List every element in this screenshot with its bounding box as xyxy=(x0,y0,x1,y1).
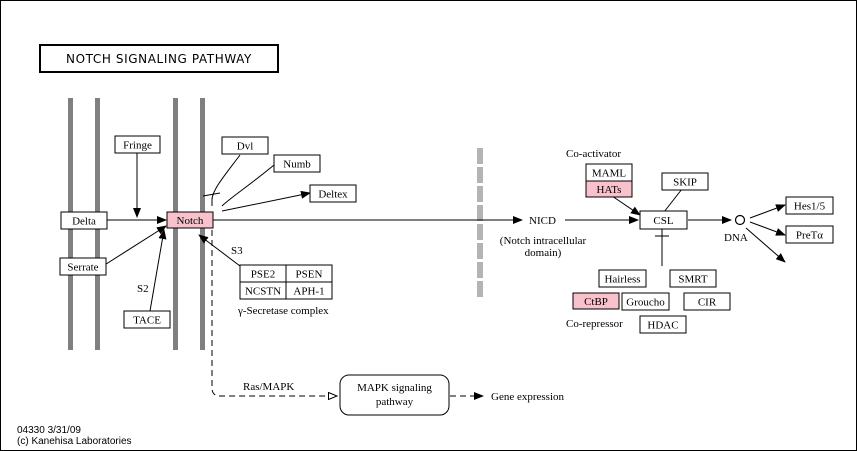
edge-serrate-notch xyxy=(102,225,167,267)
node-aph1[interactable]: APH-1 xyxy=(285,281,333,300)
node-dvl[interactable]: Dvl xyxy=(221,136,269,155)
svg-text:CtBP: CtBP xyxy=(584,296,608,308)
svg-text:pathway: pathway xyxy=(376,396,414,408)
edge-dvl-inhibit xyxy=(211,154,241,206)
svg-text:Numb: Numb xyxy=(283,159,311,171)
node-hats[interactable]: HATs xyxy=(585,180,633,198)
label-nicd: NICD xyxy=(529,215,556,227)
edge-dna-other xyxy=(745,227,786,263)
node-pse2[interactable]: PSE2 xyxy=(239,264,287,283)
footer-copyright: (c) Kanehisa Laboratories xyxy=(17,436,132,447)
svg-text:NCSTN: NCSTN xyxy=(245,286,281,298)
node-skip[interactable]: SKIP xyxy=(661,172,709,191)
edges xyxy=(102,153,786,400)
svg-text:MAML: MAML xyxy=(592,168,627,180)
label-s2: S2 xyxy=(137,283,149,295)
edge-secretase-notch xyxy=(198,234,241,267)
svg-text:Serrate: Serrate xyxy=(67,262,98,274)
node-fringe[interactable]: Fringe xyxy=(114,135,161,154)
label-s3: S3 xyxy=(231,245,243,257)
footer-id: 04330 3/31/09 xyxy=(17,425,81,436)
svg-text:TACE: TACE xyxy=(133,315,161,327)
svg-text:PSE2: PSE2 xyxy=(251,269,275,281)
node-numb[interactable]: Numb xyxy=(273,154,321,173)
svg-text:Fringe: Fringe xyxy=(123,140,152,152)
svg-text:Deltex: Deltex xyxy=(318,189,348,201)
svg-text:Dvl: Dvl xyxy=(237,141,254,153)
label-nicd-desc2: domain) xyxy=(525,247,562,259)
node-hdac[interactable]: HDAC xyxy=(639,315,687,334)
node-psen[interactable]: PSEN xyxy=(285,264,333,283)
node-pret[interactable]: PreTα xyxy=(785,225,834,244)
page-title: NOTCH SIGNALING PATHWAY xyxy=(66,52,252,66)
node-groucho[interactable]: Groucho xyxy=(621,292,670,311)
svg-text:PreTα: PreTα xyxy=(796,230,823,242)
node-ctbp[interactable]: CtBP xyxy=(572,292,620,310)
inhibit-bar xyxy=(202,192,221,197)
node-mapk-pathway[interactable]: MAPK signaling pathway xyxy=(339,374,450,416)
label-gamma-secretase: γ-Secretase complex xyxy=(237,305,329,317)
edge-numb-inhibit xyxy=(221,164,275,207)
svg-text:APH-1: APH-1 xyxy=(293,286,324,298)
node-serrate[interactable]: Serrate xyxy=(59,257,107,276)
svg-text:CIR: CIR xyxy=(698,297,717,309)
nuclear-membrane xyxy=(477,148,483,297)
svg-text:HDAC: HDAC xyxy=(647,320,678,332)
svg-text:Hairless: Hairless xyxy=(604,274,640,286)
edge-skip-csl xyxy=(663,188,683,213)
edge-notch-deltex xyxy=(221,190,311,212)
dna-icon xyxy=(734,214,746,226)
edge-dna-pret xyxy=(749,221,786,236)
label-coactivator: Co-activator xyxy=(566,148,621,160)
title-box xyxy=(39,44,279,73)
svg-text:PSEN: PSEN xyxy=(296,269,323,281)
svg-text:Delta: Delta xyxy=(72,216,96,228)
node-hes[interactable]: Hes1/5 xyxy=(785,196,834,215)
node-maml[interactable]: MAML xyxy=(585,163,633,182)
svg-text:HATs: HATs xyxy=(597,184,622,196)
node-tace[interactable]: TACE xyxy=(123,310,171,329)
node-notch[interactable]: Notch xyxy=(166,211,214,229)
svg-text:CSL: CSL xyxy=(653,215,673,227)
svg-text:Notch: Notch xyxy=(177,215,204,227)
label-gene-expression: Gene expression xyxy=(491,391,565,403)
svg-text:MAPK signaling: MAPK signaling xyxy=(357,382,432,394)
edge-notch-mapk xyxy=(211,230,337,396)
node-deltex[interactable]: Deltex xyxy=(309,184,357,203)
edge-tace-notch xyxy=(149,229,167,312)
label-dna: DNA xyxy=(724,232,748,244)
node-hairless[interactable]: Hairless xyxy=(598,269,647,288)
label-rasmapk: Ras/MAPK xyxy=(243,381,294,393)
edge-hats-csl xyxy=(611,195,641,216)
node-cir[interactable]: CIR xyxy=(683,292,731,311)
node-ncstn[interactable]: NCSTN xyxy=(239,281,287,300)
svg-text:Groucho: Groucho xyxy=(626,297,665,309)
svg-text:Hes1/5: Hes1/5 xyxy=(794,201,826,213)
label-nicd-desc1: (Notch intracellular xyxy=(500,235,587,247)
node-csl[interactable]: CSL xyxy=(639,210,688,230)
node-delta[interactable]: Delta xyxy=(60,211,108,230)
node-smrt[interactable]: SMRT xyxy=(669,269,717,288)
label-corepressor: Co-repressor xyxy=(566,318,623,330)
edge-dna-hes xyxy=(749,204,786,219)
svg-text:SKIP: SKIP xyxy=(673,177,697,189)
svg-text:SMRT: SMRT xyxy=(678,274,708,286)
